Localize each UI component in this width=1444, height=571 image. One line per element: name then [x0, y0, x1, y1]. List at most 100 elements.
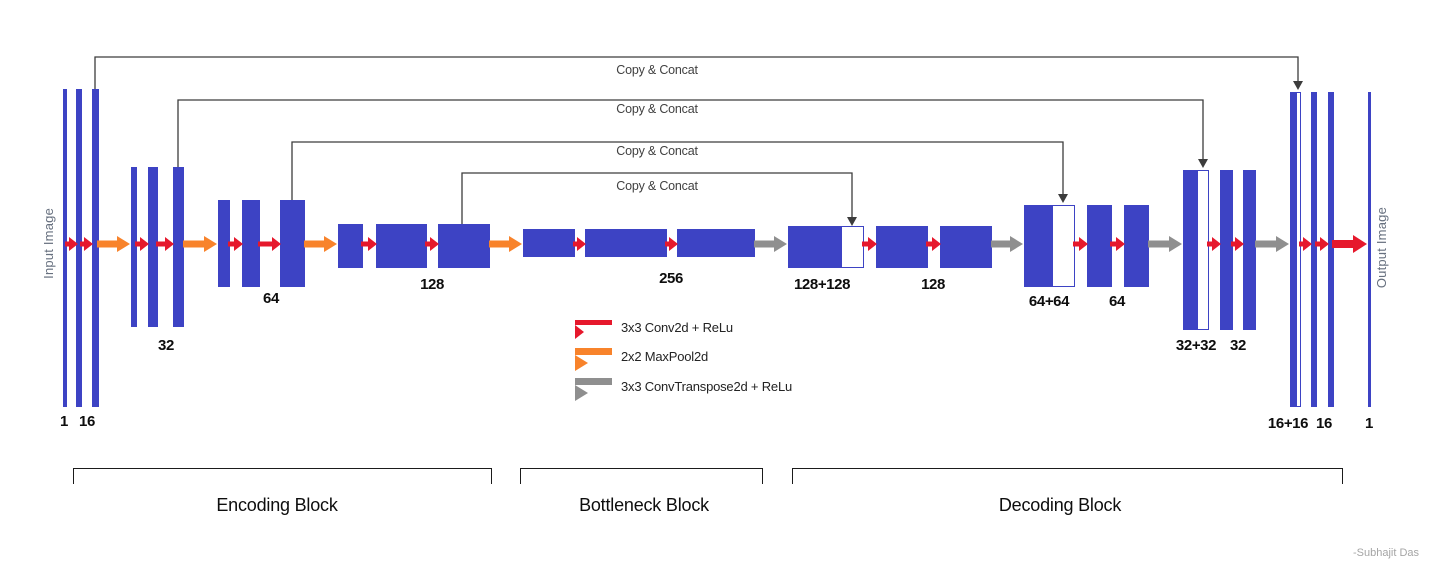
arrow-shaft — [1315, 241, 1322, 247]
channel-label-dec-16: 16 — [1316, 415, 1332, 432]
channel-label-enc-32: 32 — [158, 337, 174, 354]
arrow-shaft — [991, 240, 1012, 248]
legend-row-maxpool: 2x2 MaxPool2d — [575, 348, 708, 371]
arrow-head — [69, 237, 78, 251]
feature-map-bar — [1183, 170, 1197, 330]
feature-map-bar — [338, 224, 363, 268]
arrow-shaft — [1255, 240, 1278, 248]
convtranspose-arrow — [754, 236, 787, 253]
conv-arrow-icon — [575, 320, 612, 339]
arrow-head — [204, 236, 217, 252]
feature-map-bar — [788, 226, 841, 268]
maxpool-arrow — [183, 236, 217, 253]
skip-arrowhead-level32 — [1198, 159, 1208, 168]
concat-feature-map — [1197, 170, 1209, 330]
arrow-head — [1079, 237, 1088, 251]
arrow-head — [1276, 236, 1289, 252]
conv-arrow — [1110, 237, 1125, 252]
feature-map-bar — [1087, 205, 1112, 287]
encoding-block-label: Encoding Block — [216, 495, 338, 515]
skip-label-level64: Copy & Concat — [616, 144, 698, 158]
arrow-shaft — [65, 241, 71, 247]
decoding-block-label: Decoding Block — [998, 495, 1122, 515]
arrow-shaft — [1332, 240, 1355, 248]
feature-map-bar — [1024, 205, 1052, 287]
channel-label-dec-128-128: 128+128 — [793, 276, 851, 293]
skip-line-level16 — [94, 56, 1299, 89]
arrow-head — [368, 237, 377, 251]
arrow-shaft — [575, 320, 612, 325]
arrow-shaft — [183, 240, 206, 248]
attribution-text: -Subhajit Das — [1353, 547, 1420, 559]
channel-label-input-1: 1 — [60, 413, 68, 430]
feature-map-bar — [1328, 92, 1334, 407]
skip-line-level64 — [291, 141, 1064, 200]
feature-map-bar — [280, 200, 305, 287]
conv-arrow — [80, 237, 93, 252]
skip-arrowhead-level64 — [1058, 194, 1068, 203]
arrow-head — [868, 237, 877, 251]
skip-label-level16: Copy & Concat — [616, 63, 698, 77]
skip-line-level32 — [177, 99, 1204, 167]
feature-map-bar — [523, 229, 575, 257]
arrow-shaft — [1148, 240, 1171, 248]
conv-arrow — [228, 237, 243, 252]
concat-feature-map — [841, 226, 864, 268]
arrow-shaft — [425, 241, 432, 247]
channel-label-bottleneck-256: 256 — [659, 270, 683, 287]
channel-label-dec-32: 32 — [1230, 337, 1246, 354]
arrow-head — [575, 325, 612, 339]
conv-arrow — [1231, 237, 1244, 252]
arrow-head — [509, 236, 522, 252]
arrow-head — [1212, 237, 1221, 251]
feature-map-bar — [376, 224, 427, 268]
arrow-shaft — [304, 240, 326, 248]
conv-arrow — [926, 237, 941, 252]
convtranspose-arrow-icon — [575, 378, 612, 401]
legend-label-conv: 3x3 Conv2d + ReLu — [621, 320, 733, 335]
maxpool-arrow — [97, 236, 130, 253]
arrow-shaft — [1207, 241, 1214, 247]
legend-row-conv: 3x3 Conv2d + ReLu — [575, 320, 733, 339]
feature-map-bar — [76, 89, 82, 407]
arrow-head — [430, 237, 439, 251]
feature-map-bar — [1243, 170, 1256, 330]
channel-label-output-1: 1 — [1365, 415, 1373, 432]
arrow-shaft — [1231, 241, 1237, 247]
arrow-head — [575, 385, 612, 401]
feature-map-bar — [148, 167, 158, 327]
arrow-shaft — [135, 241, 142, 247]
conv-arrow — [1073, 237, 1088, 252]
feature-map-bar — [63, 89, 67, 407]
arrow-head — [84, 237, 93, 251]
feature-map-bar — [585, 229, 667, 257]
channel-label-enc-128: 128 — [420, 276, 444, 293]
skip-arrowhead-level16 — [1293, 81, 1303, 90]
conv-arrow — [1299, 237, 1312, 252]
channel-label-enc-16: 16 — [79, 413, 95, 430]
arrow-head — [774, 236, 787, 252]
feature-map-bar — [1368, 92, 1371, 407]
encoding-block-bracket — [73, 468, 492, 484]
channel-label-dec-16-16: 16+16 — [1267, 415, 1309, 432]
conv-arrow — [1315, 237, 1329, 252]
maxpool-arrow — [304, 236, 337, 253]
skip-label-level128: Copy & Concat — [616, 179, 698, 193]
convtranspose-arrow — [1255, 236, 1289, 253]
arrow-shaft — [489, 240, 511, 248]
conv-arrow — [425, 237, 439, 252]
feature-map-bar — [242, 200, 260, 287]
arrow-shaft — [80, 241, 86, 247]
arrow-shaft — [573, 241, 579, 247]
feature-map-bar — [438, 224, 490, 268]
arrow-shaft — [258, 241, 274, 247]
feature-map-bar — [876, 226, 928, 268]
maxpool-arrow-icon — [575, 348, 612, 371]
arrow-shaft — [862, 241, 870, 247]
decoding-block-bracket — [792, 468, 1343, 484]
legend-label-convtranspose: 3x3 ConvTranspose2d + ReLu — [621, 379, 793, 394]
conv-arrow — [573, 237, 586, 252]
arrow-head — [577, 237, 586, 251]
arrow-shaft — [754, 240, 776, 248]
